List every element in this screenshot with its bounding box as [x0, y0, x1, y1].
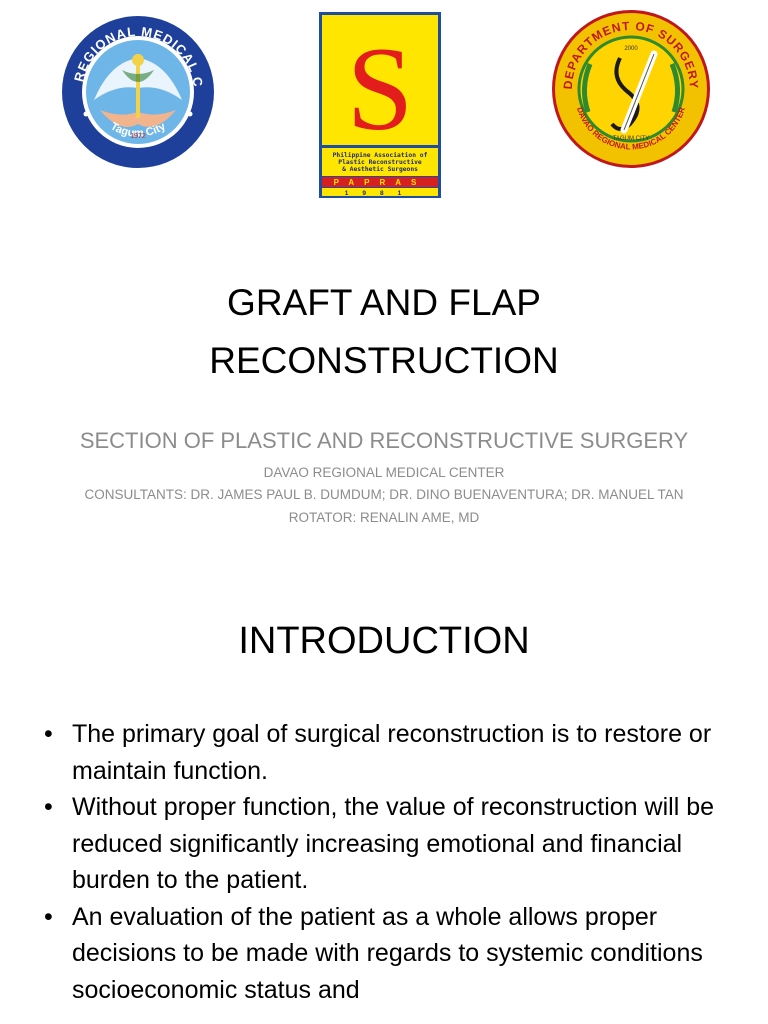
bullet-text: Without proper function, the value of re… — [72, 793, 715, 894]
svg-text:1981: 1981 — [345, 190, 415, 197]
introduction-slide: INTRODUCTION — [0, 612, 768, 1024]
svg-text:S: S — [347, 22, 414, 155]
bullet-list: • The primary goal of surgical reconstru… — [44, 716, 744, 1008]
svg-text:2000: 2000 — [624, 46, 638, 52]
svg-text:1972: 1972 — [130, 133, 146, 140]
svg-text:& Aesthetic Surgeons: & Aesthetic Surgeons — [342, 165, 418, 173]
papras-logo: S Philippine Association of Plastic Reco… — [319, 12, 441, 198]
introduction-heading: INTRODUCTION — [238, 620, 530, 662]
svg-text:Plastic Reconstructive: Plastic Reconstructive — [338, 158, 422, 166]
presentation-title: GRAFT AND FLAP RECONSTRUCTION — [0, 274, 768, 390]
bullet-marker: • — [44, 793, 53, 821]
svg-text:TAGUM CITY: TAGUM CITY — [613, 136, 650, 142]
bullet-text: The primary goal of surgical reconstruct… — [72, 720, 712, 785]
rotator-line: ROTATOR: RENALIN AME, MD — [288, 510, 480, 525]
drmc-seal-logo: DAVAO REGIONAL MEDICAL CENTER Tagum City… — [60, 14, 214, 168]
bullet-text: An evaluation of the patient as a whole … — [72, 902, 703, 1004]
bullet-item: • The primary goal of surgical reconstru… — [44, 716, 744, 789]
section-subtitle: SECTION OF PLASTIC AND RECONSTRUCTIVE SU… — [79, 428, 689, 453]
title-slide: DAVAO REGIONAL MEDICAL CENTER Tagum City… — [0, 10, 768, 525]
bullet-marker: • — [44, 902, 53, 931]
institution-line: DAVAO REGIONAL MEDICAL CENTER — [263, 465, 505, 480]
consultants-line: CONSULTANTS: DR. JAMES PAUL B. DUMDUM; D… — [84, 487, 684, 502]
title-line-1: GRAFT AND FLAP — [227, 282, 541, 323]
svg-text:PAPRAS: PAPRAS — [334, 178, 427, 187]
department-of-surgery-logo: DEPARTMENT OF SURGERY DAVAO REGIONAL MED… — [552, 10, 710, 168]
bullet-marker: • — [44, 720, 53, 748]
bullet-item: • An evaluation of the patient as a whol… — [44, 899, 744, 1009]
title-line-2: RECONSTRUCTION — [209, 340, 559, 381]
svg-text:Philippine Association of: Philippine Association of — [333, 151, 428, 159]
bullet-item: • Without proper function, the value of … — [44, 789, 744, 899]
